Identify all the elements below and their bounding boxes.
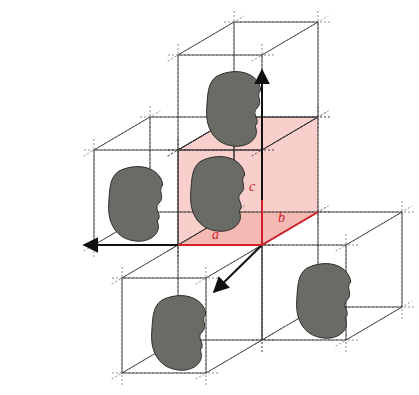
cell-edge bbox=[262, 212, 318, 245]
lattice-extension bbox=[252, 206, 329, 251]
cell-edge bbox=[178, 245, 262, 246]
lattice-extension bbox=[110, 278, 218, 279]
lattice-extension bbox=[166, 55, 274, 56]
lattice-extension bbox=[402, 200, 403, 319]
protein-molecule bbox=[152, 296, 206, 371]
cell-edge bbox=[262, 212, 318, 245]
cell-vector bbox=[261, 200, 263, 245]
lattice-extension bbox=[110, 373, 218, 374]
lattice-extension bbox=[306, 212, 414, 213]
lattice-extension bbox=[166, 245, 274, 246]
lattice-extension bbox=[94, 138, 95, 257]
lattice-extension bbox=[262, 233, 263, 352]
lattice-extension bbox=[250, 340, 358, 341]
axis-arrow bbox=[261, 70, 263, 245]
lattice-extension bbox=[222, 22, 330, 23]
axis-label: b bbox=[278, 211, 285, 225]
lattice-extension bbox=[336, 206, 413, 251]
protein-molecule bbox=[191, 157, 245, 232]
lattice-extension bbox=[206, 266, 207, 385]
lattice-extension bbox=[252, 111, 329, 156]
lattice-extension bbox=[252, 206, 329, 251]
cell-edge bbox=[178, 245, 262, 246]
lattice-extension bbox=[250, 245, 358, 246]
lattice-extension bbox=[84, 111, 161, 156]
lattice-extension bbox=[252, 111, 329, 156]
lattice-extension bbox=[166, 245, 274, 246]
lattice-extension bbox=[262, 233, 263, 352]
lattice-extension bbox=[336, 301, 413, 346]
protein-molecule bbox=[109, 167, 163, 242]
axis-arrow bbox=[214, 245, 262, 292]
axis-arrow bbox=[84, 244, 262, 246]
lattice-extension bbox=[196, 334, 273, 379]
axis-label: a bbox=[212, 228, 219, 242]
protein-molecule bbox=[207, 72, 261, 147]
lattice-extension bbox=[166, 150, 274, 151]
lattice-extension bbox=[122, 266, 123, 385]
protein-molecule bbox=[297, 264, 351, 339]
lattice-extension bbox=[166, 150, 274, 151]
lattice-extension bbox=[252, 16, 329, 61]
cell-vector bbox=[178, 244, 262, 246]
cell-vector bbox=[262, 212, 318, 245]
axis-label: c bbox=[249, 180, 255, 194]
lattice-extension bbox=[168, 16, 245, 61]
